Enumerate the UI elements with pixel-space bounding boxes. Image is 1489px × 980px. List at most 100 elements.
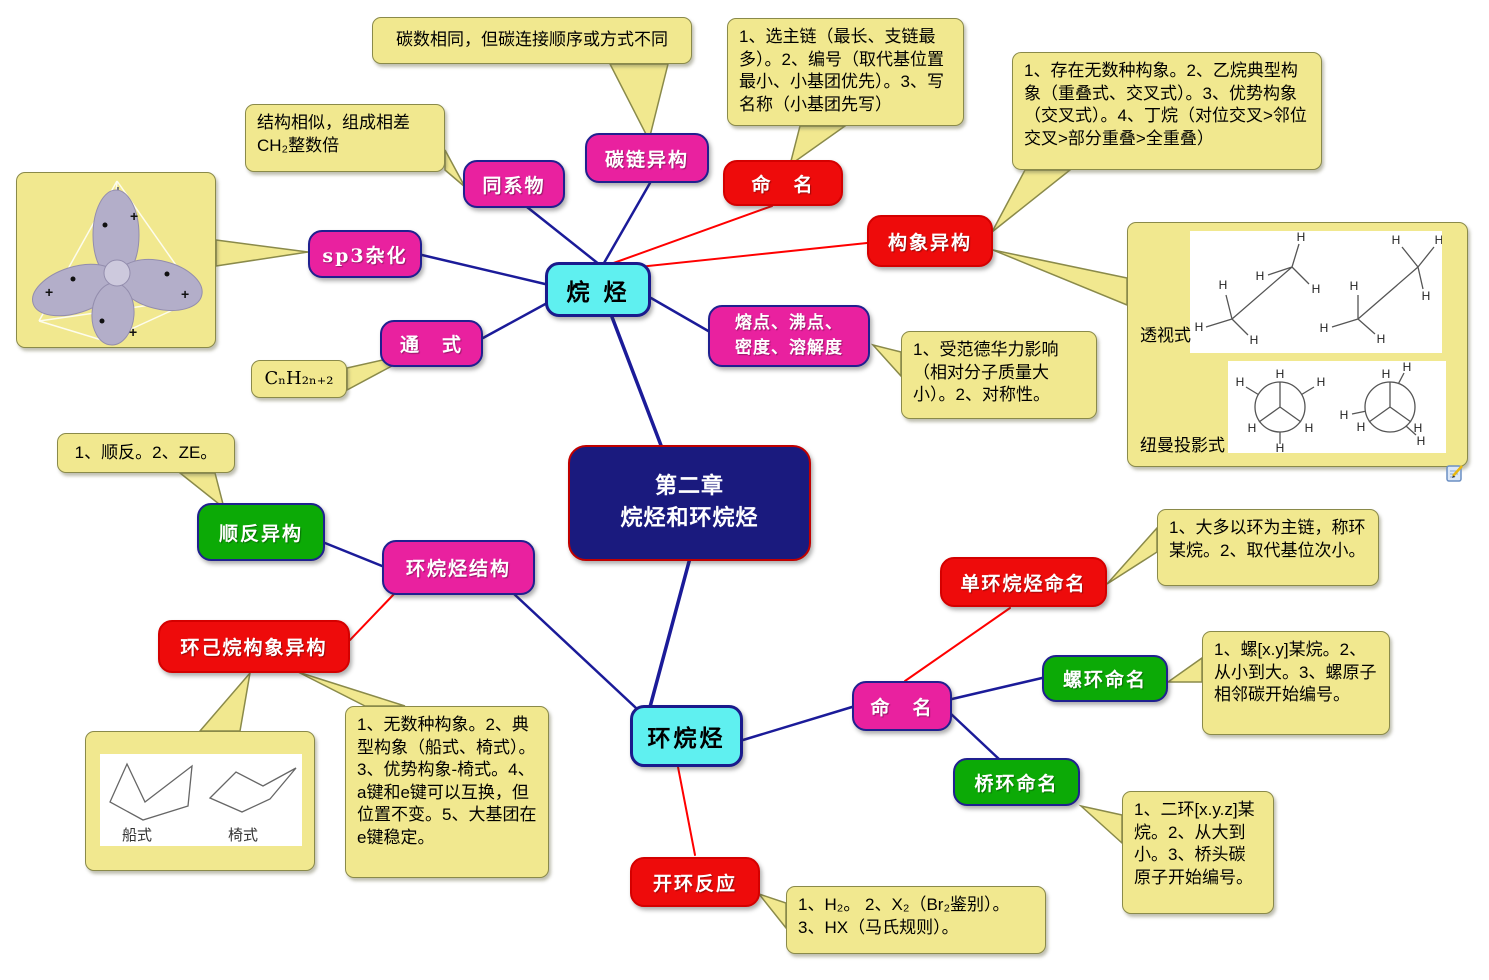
newman-label: 纽曼投影式 bbox=[1140, 436, 1225, 455]
node-chapter-root-line1: 第二章 bbox=[654, 474, 724, 500]
node-alkane[interactable]: 烷 烃 bbox=[545, 262, 651, 317]
note-conformation[interactable]: 1、存在无数种构象。2、乙烷典型构象（重叠式、交叉式）。3、优势构象（交叉式）。… bbox=[1012, 52, 1322, 170]
node-naming-alkane-label: 命 名 bbox=[751, 173, 815, 196]
node-physical-properties-line1: 熔点、沸点、 bbox=[735, 312, 843, 333]
node-cycloalkane[interactable]: 环烷烃 bbox=[630, 705, 743, 767]
node-ring-opening-label: 开环反应 bbox=[652, 872, 737, 895]
h-atom-label: H bbox=[1422, 289, 1431, 303]
note-homolog-text: 结构相似，组成相差CH₂整数倍 bbox=[257, 113, 410, 155]
note-naming-alkane-text: 1、选主链（最长、支链最多）。2、编号（取代基位置最小、小基团优先）。3、写名称… bbox=[739, 27, 944, 114]
boat-label: 船式 bbox=[122, 827, 152, 844]
node-conformation-label: 构象异构 bbox=[887, 231, 972, 254]
node-physical-properties-line2: 密度、溶解度 bbox=[735, 338, 843, 358]
chair-label: 椅式 bbox=[228, 827, 258, 844]
h-atom-label: H bbox=[1195, 320, 1204, 334]
note-chain-isomer[interactable]: 碳数相同，但碳连接顺序或方式不同 bbox=[372, 17, 692, 64]
node-cycloalkane-structure-label: 环烷烃结构 bbox=[405, 558, 511, 580]
sp3-orbital-image: + + + + bbox=[32, 180, 203, 346]
node-naming-alkane[interactable]: 命 名 bbox=[723, 160, 843, 206]
h-atom-label: H bbox=[1248, 421, 1257, 435]
node-spiro-naming-label: 螺环命名 bbox=[1062, 669, 1147, 691]
boat-chair-image: 船式 椅式 bbox=[100, 754, 302, 846]
note-boat-chair[interactable]: 船式 椅式 bbox=[85, 731, 315, 871]
node-monocyclic-naming-label: 单环烷烃命名 bbox=[960, 572, 1087, 595]
note-cyclohexane-conformation[interactable]: 1、无数种构象。2、典型构象（船式、椅式）。3、优势构象-椅式。4、a键和e键可… bbox=[345, 706, 549, 878]
node-cycloalkane-structure[interactable]: 环烷烃结构 bbox=[382, 540, 535, 595]
branch-lines bbox=[323, 181, 1044, 762]
callout-pointers bbox=[177, 63, 1203, 931]
node-conformation[interactable]: 构象异构 bbox=[867, 215, 993, 267]
note-physical-properties-text: 1、受范德华力影响（相对分子质量大小）。2、对称性。 bbox=[913, 340, 1059, 405]
note-cis-trans-text: 1、顺反。2、ZE。 bbox=[74, 442, 218, 462]
h-atom-label: H bbox=[1256, 269, 1265, 283]
node-general-formula[interactable]: 通 式 bbox=[380, 320, 483, 367]
note-physical-properties[interactable]: 1、受范德华力影响（相对分子质量大小）。2、对称性。 bbox=[901, 331, 1097, 419]
note-bridged-naming[interactable]: 1、二环[x.y.z]某烷。2、从大到小。3、桥头碳原子开始编号。 bbox=[1122, 791, 1274, 914]
notes-edit-icon[interactable] bbox=[1444, 462, 1466, 484]
node-sp3-hybridization-label: sp3杂化 bbox=[322, 244, 408, 267]
note-conformation-text: 1、存在无数种构象。2、乙烷典型构象（重叠式、交叉式）。3、优势构象（交叉式）。… bbox=[1024, 61, 1307, 148]
note-sp3-orbital[interactable]: + + + + bbox=[16, 172, 216, 348]
h-atom-label: H bbox=[1392, 233, 1401, 247]
note-spiro-naming[interactable]: 1、螺[x.y]某烷。2、从小到大。3、螺原子相邻碳开始编号。 bbox=[1202, 631, 1390, 735]
node-cyclohexane-conformation[interactable]: 环己烷构象异构 bbox=[158, 620, 350, 673]
node-homolog[interactable]: 同系物 bbox=[463, 160, 565, 208]
note-chain-isomer-text: 碳数相同，但碳连接顺序或方式不同 bbox=[396, 30, 668, 50]
note-ring-opening-text: 1、H₂。 2、X₂（Br₂鉴别）。3、HX（马氏规则）。 bbox=[798, 895, 1010, 937]
h-atom-label: H bbox=[1377, 332, 1386, 346]
h-atom-label: H bbox=[1417, 434, 1426, 448]
perspective-label: 透视式 bbox=[1140, 326, 1191, 345]
node-cycloalkane-label: 环烷烃 bbox=[647, 726, 726, 752]
note-ring-opening[interactable]: 1、H₂。 2、X₂（Br₂鉴别）。3、HX（马氏规则）。 bbox=[786, 886, 1046, 954]
perspective-formula-image: H H H H H H H H H H H H bbox=[1190, 230, 1443, 353]
node-cis-trans[interactable]: 顺反异构 bbox=[197, 503, 325, 561]
h-atom-label: H bbox=[1305, 421, 1314, 435]
node-chapter-root[interactable]: 第二章 烷烃和环烷烃 bbox=[568, 445, 811, 561]
svg-text:+: + bbox=[181, 286, 189, 302]
note-naming-alkane[interactable]: 1、选主链（最长、支链最多）。2、编号（取代基位置最小、小基团优先）。3、写名称… bbox=[727, 18, 964, 126]
highlight-lines bbox=[349, 205, 1011, 856]
note-general-formula[interactable]: CₙH₂ₙ₊₂ bbox=[251, 360, 347, 398]
h-atom-label: H bbox=[1297, 231, 1306, 244]
node-chain-isomer[interactable]: 碳链异构 bbox=[585, 133, 709, 183]
node-spiro-naming[interactable]: 螺环命名 bbox=[1042, 655, 1168, 702]
newman-projection-image: H H H H H H H H H H H H bbox=[1228, 360, 1446, 455]
node-naming-cycloalkane[interactable]: 命 名 bbox=[852, 681, 952, 731]
h-atom-label: H bbox=[1236, 375, 1245, 389]
svg-text:+: + bbox=[130, 208, 138, 224]
h-atom-label: H bbox=[1435, 233, 1442, 247]
node-cyclohexane-conformation-label: 环己烷构象异构 bbox=[180, 637, 328, 659]
note-bridged-naming-text: 1、二环[x.y.z]某烷。2、从大到小。3、桥头碳原子开始编号。 bbox=[1134, 800, 1255, 887]
h-atom-label: H bbox=[1403, 361, 1412, 374]
node-chain-isomer-label: 碳链异构 bbox=[604, 148, 689, 171]
note-conformation-illustration[interactable]: H H H H H H H H H H H H 透视式 bbox=[1127, 222, 1468, 467]
node-naming-cycloalkane-label: 命 名 bbox=[870, 696, 934, 719]
node-monocyclic-naming[interactable]: 单环烷烃命名 bbox=[940, 557, 1107, 607]
h-atom-label: H bbox=[1276, 367, 1285, 381]
note-homolog[interactable]: 结构相似，组成相差CH₂整数倍 bbox=[245, 104, 445, 172]
h-atom-label: H bbox=[1357, 420, 1366, 434]
h-atom-label: H bbox=[1250, 333, 1259, 347]
svg-text:+: + bbox=[45, 284, 53, 300]
node-physical-properties[interactable]: 熔点、沸点、 密度、溶解度 bbox=[708, 305, 870, 367]
node-sp3-hybridization[interactable]: sp3杂化 bbox=[308, 230, 422, 278]
note-spiro-naming-text: 1、螺[x.y]某烷。2、从小到大。3、螺原子相邻碳开始编号。 bbox=[1214, 640, 1377, 705]
h-atom-label: H bbox=[1320, 321, 1329, 335]
note-general-formula-text: CₙH₂ₙ₊₂ bbox=[264, 368, 334, 390]
note-monocyclic-naming[interactable]: 1、大多以环为主链，称环某烷。2、取代基位次小。 bbox=[1157, 509, 1379, 586]
h-atom-label: H bbox=[1414, 421, 1423, 435]
node-homolog-label: 同系物 bbox=[482, 174, 546, 197]
node-general-formula-label: 通 式 bbox=[399, 334, 463, 356]
note-monocyclic-naming-text: 1、大多以环为主链，称环某烷。2、取代基位次小。 bbox=[1169, 518, 1366, 560]
note-cis-trans[interactable]: 1、顺反。2、ZE。 bbox=[57, 433, 235, 473]
note-cyclohexane-conformation-text: 1、无数种构象。2、典型构象（船式、椅式）。3、优势构象-椅式。4、a键和e键可… bbox=[357, 715, 537, 848]
node-ring-opening[interactable]: 开环反应 bbox=[630, 857, 760, 907]
h-atom-label: H bbox=[1276, 441, 1285, 453]
svg-text:+: + bbox=[129, 324, 137, 340]
node-bridged-naming[interactable]: 桥环命名 bbox=[953, 758, 1080, 806]
node-chapter-root-line2: 烷烃和环烷烃 bbox=[620, 506, 759, 531]
h-atom-label: H bbox=[1350, 279, 1359, 293]
h-atom-label: H bbox=[1317, 375, 1326, 389]
